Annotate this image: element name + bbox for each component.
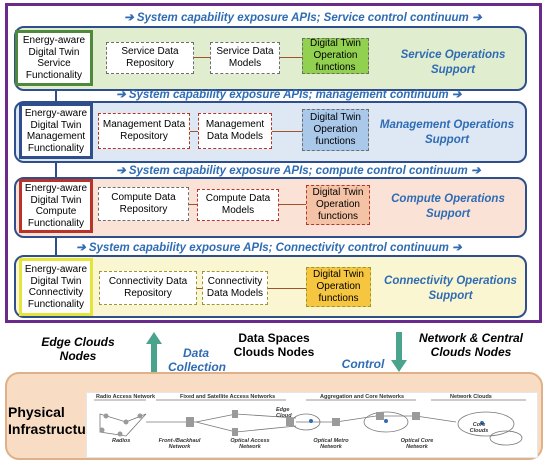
compute-operations-support: Compute Operations Support: [391, 193, 505, 220]
connectivity-op-functions: Digital Twin Operation functions: [306, 267, 371, 307]
connector: [190, 131, 198, 132]
label-optical-metro: Optical Metro Network: [313, 438, 349, 450]
connector: [268, 288, 306, 289]
connector: [272, 131, 302, 132]
edge-clouds-nodes: Edge Clouds Nodes: [41, 335, 115, 363]
label-aggregation-core: Aggregation and Core Networks: [320, 394, 405, 400]
api-label-management: ➔ System capability exposure APIs; manag…: [116, 89, 462, 101]
compute-op-functions: Digital Twin Operation functions: [306, 185, 370, 225]
arrow-right-icon: ➔: [124, 12, 134, 24]
physical-infrastructure-title: Physical Infrastructure: [8, 404, 100, 437]
connector: [197, 288, 202, 289]
network-central-clouds-nodes: Network & Central Clouds Nodes: [418, 331, 524, 359]
connector: [194, 57, 210, 58]
management-op-functions: Digital Twin Operation functions: [302, 109, 369, 151]
api-label-connectivity: ➔ System capability exposure APIs; Conne…: [76, 242, 462, 254]
label-core-clouds: Core Clouds: [469, 422, 489, 434]
arrow-right-icon: ➔: [470, 165, 481, 177]
connector: [280, 57, 302, 58]
management-data-repository: Management Data Repository: [98, 113, 190, 149]
vertical-connector: [55, 80, 57, 270]
connector: [189, 204, 197, 205]
label-fronthaul: Front-/Backhaul Network: [158, 438, 201, 450]
management-operations-support: Management Operations Support: [379, 119, 515, 146]
side-box-management: Energy-aware Digital Twin Management Fun…: [19, 103, 93, 159]
arrow-right-icon: ➔: [451, 89, 462, 101]
label-fixed-satellite: Fixed and Satellite Access Networks: [180, 394, 276, 400]
data-spaces-clouds-nodes: Data Spaces Clouds Nodes: [233, 331, 315, 359]
connectivity-operations-support: Connectivity Operations Support: [384, 275, 517, 302]
service-data-models: Service Data Models: [210, 42, 280, 74]
connectivity-data-models: Connectivity Data Models: [202, 271, 268, 305]
arrow-right-icon: ➔: [452, 242, 462, 254]
control-arrow: [391, 332, 407, 372]
management-data-models: Management Data Models: [198, 113, 272, 149]
arrow-right-icon: ➔: [116, 165, 126, 177]
connector: [279, 204, 306, 205]
arrow-right-icon: ➔: [116, 89, 126, 101]
network-diagram: [86, 392, 538, 458]
data-collection-label: Data Collection: [168, 346, 227, 374]
compute-data-repository: Compute Data Repository: [98, 187, 189, 221]
service-data-repository: Service Data Repository: [106, 42, 194, 74]
side-box-service: Energy-aware Digital Twin Service Functi…: [15, 30, 93, 86]
api-label-service: ➔ System capability exposure APIs; Servi…: [124, 12, 482, 24]
control-label: Control: [341, 357, 385, 371]
connectivity-data-repository: Connectivity Data Repository: [99, 271, 197, 305]
label-optical-access: Optical Access Network: [230, 438, 270, 450]
service-operations-support: Service Operations Support: [400, 49, 506, 76]
api-label-compute: ➔ System capability exposure APIs; compu…: [116, 165, 481, 177]
label-network-clouds: Network Clouds: [450, 394, 492, 400]
outer-frame: [5, 3, 542, 323]
service-op-functions: Digital Twin Operation functions: [302, 38, 369, 74]
arrow-right-icon: ➔: [471, 12, 482, 24]
label-optical-core: Optical Core Network: [400, 438, 434, 450]
side-box-connectivity: Energy-aware Digital Twin Connectivity F…: [19, 258, 93, 316]
network-sketch: [94, 399, 526, 446]
data-collection-arrow: [146, 332, 162, 372]
compute-data-models: Compute Data Models: [197, 189, 279, 221]
label-radios: Radios: [112, 438, 131, 444]
label-edge-cloud: Edge Cloud: [276, 407, 292, 419]
arrow-right-icon: ➔: [76, 242, 86, 254]
label-radio-access-network: Radio Access Network: [96, 394, 156, 400]
side-box-compute: Energy-aware Digital Twin Compute Functi…: [19, 179, 93, 233]
